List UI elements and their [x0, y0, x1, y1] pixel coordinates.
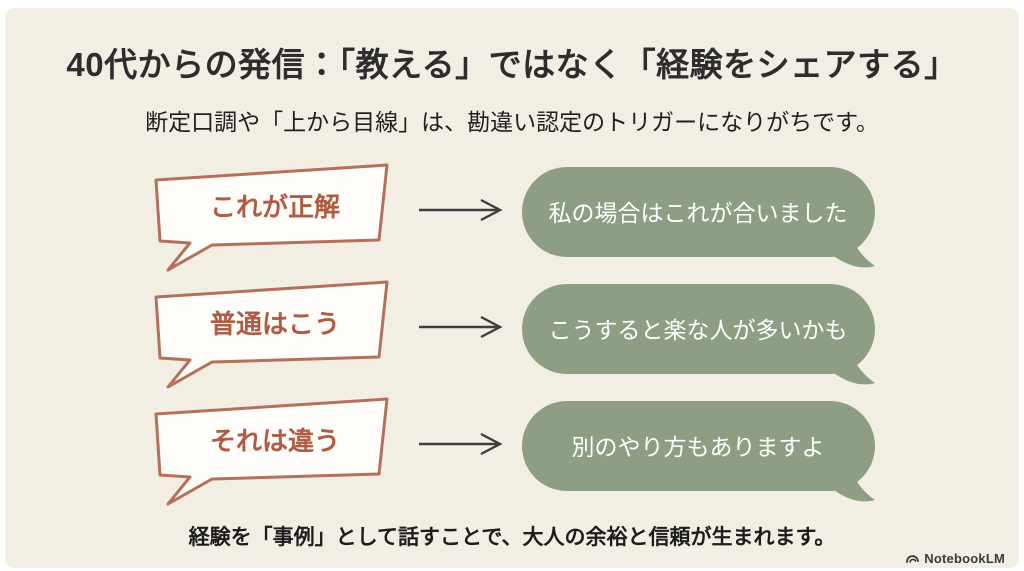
slide-subtitle: 断定口調や「上から目線」は、勘違い認定のトリガーになりがちです。: [145, 109, 879, 135]
arrow-right-icon: [417, 198, 505, 222]
ng-phrase: それは違う: [209, 426, 340, 456]
slide-canvas: 40代からの発信：「教える」ではなく「経験をシェアする」 断定口調や「上から目線…: [5, 8, 1019, 568]
footer-note: 経験を「事例」として話すことで、大人の余裕と信頼が生まれます。: [188, 526, 836, 549]
notebooklm-arc-icon: [906, 555, 920, 563]
ng-phrase: 普通はこう: [209, 309, 340, 339]
ok-phrase: 私の場合はこれが合いました: [548, 200, 848, 226]
comparison-row: これが正解 私の場合はこれが合いました: [5, 160, 1019, 278]
ng-phrase: これが正解: [209, 192, 340, 222]
notebooklm-watermark: NotebookLM: [905, 551, 1005, 566]
ok-phrase: 別のやり方もありますよ: [571, 434, 825, 460]
slide-title: 40代からの発信：「教える」ではなく「経験をシェアする」: [66, 46, 958, 83]
comparison-row: 普通はこう こうすると楽な人が多いかも: [5, 277, 1019, 395]
brand-label: NotebookLM: [924, 551, 1005, 566]
ok-phrase: こうすると楽な人が多いかも: [548, 317, 848, 343]
arrow-right-icon: [417, 432, 505, 456]
comparison-row: それは違う 別のやり方もありますよ: [5, 394, 1019, 512]
arrow-right-icon: [417, 315, 505, 339]
